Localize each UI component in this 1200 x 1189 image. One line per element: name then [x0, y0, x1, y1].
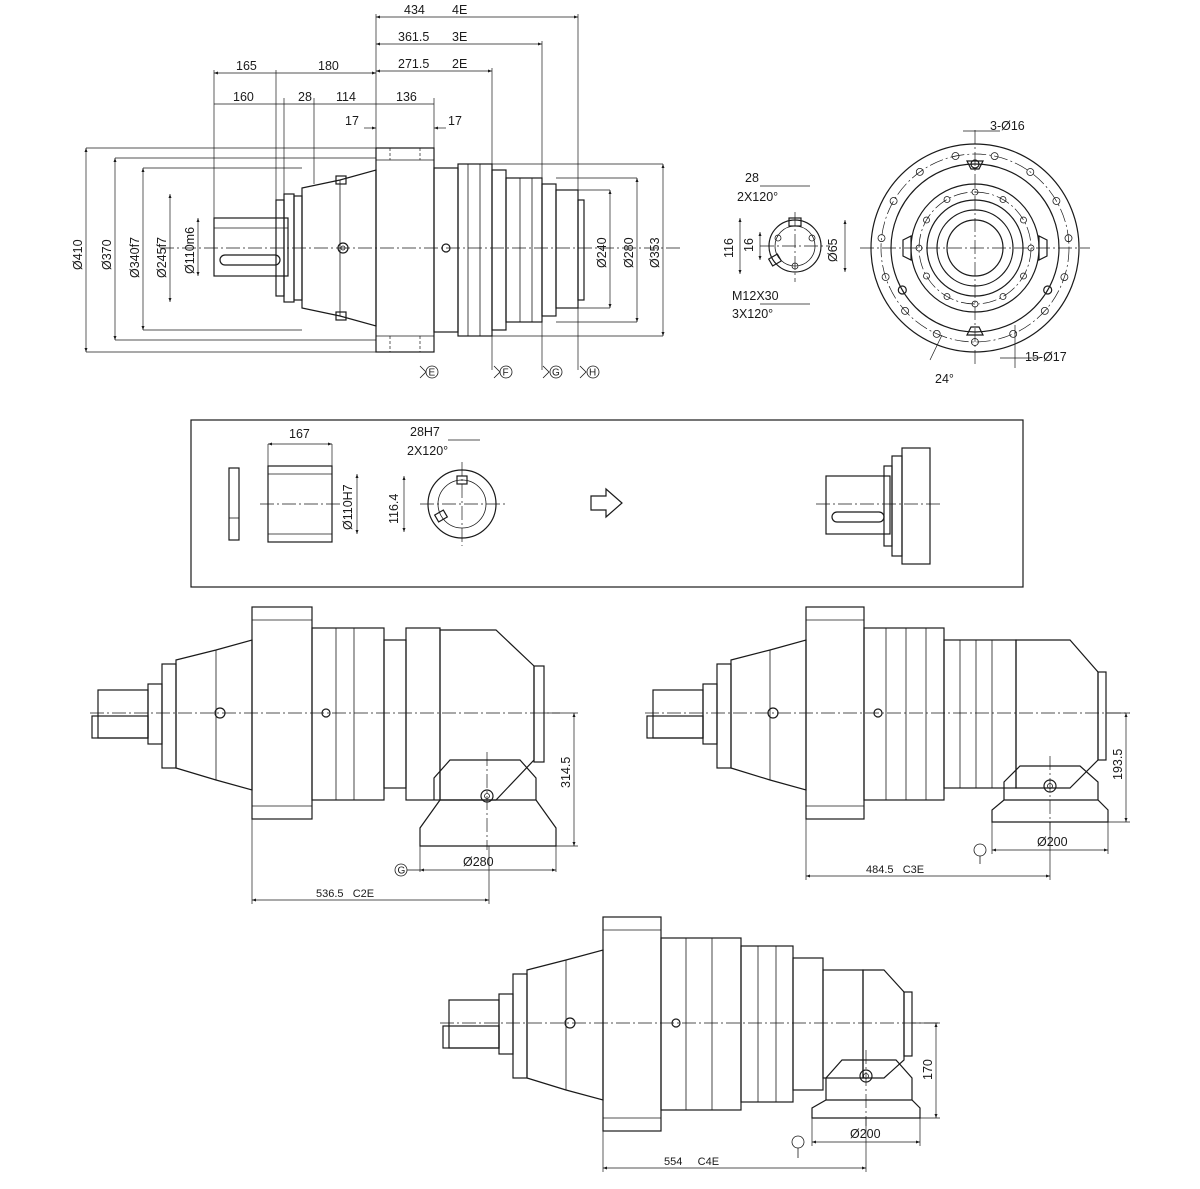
inner-hole	[923, 272, 930, 280]
c2e-height: 314.5	[559, 757, 573, 788]
inner-hole	[1027, 244, 1035, 252]
dim-d4E: 4E	[452, 3, 467, 17]
flange-holes-bottom: 15-Ø17	[1025, 350, 1067, 364]
bolt-hole	[1026, 168, 1035, 176]
dim-d17b: 17	[448, 114, 462, 128]
dim-m12x30: M12X30	[732, 289, 779, 303]
dim-dia370: Ø370	[100, 239, 114, 270]
svg-text:H: H	[589, 368, 596, 379]
svg-text:G: G	[552, 368, 560, 379]
c2e-diameter: Ø280	[463, 855, 494, 869]
c3e-height: 193.5	[1111, 749, 1125, 780]
c4e-length: 554 C4E	[664, 1156, 719, 1168]
datum-tag-e: E	[419, 365, 439, 379]
c3e-diameter: Ø200	[1037, 835, 1068, 849]
dim-2x120: 2X120°	[737, 190, 778, 204]
flange-end-view: 3-Ø16 15-Ø17 24°	[860, 119, 1090, 386]
variant-c3e-view: 193.5 Ø200 484.5 C3E	[645, 606, 1130, 880]
inner-hole	[923, 216, 930, 224]
threaded-hole	[1043, 285, 1053, 295]
c4e-height: 170	[921, 1059, 935, 1080]
dim-dia353: Ø353	[648, 237, 662, 268]
dim-dia240: Ø240	[595, 237, 609, 268]
dim-16: 16	[742, 238, 756, 252]
inner-hole	[943, 293, 951, 300]
flange-angle: 24°	[935, 372, 954, 386]
bolt-hole	[1060, 273, 1069, 282]
inner-hole	[1020, 216, 1027, 224]
hollow-key-height: 116.4	[387, 494, 401, 524]
bolt-hole	[881, 273, 890, 281]
bolt-hole	[1064, 234, 1073, 243]
dim-phi65: Ø65	[826, 238, 840, 262]
flange-inner-holes	[897, 159, 1053, 308]
main-view-top-dimensions: 434 4E 361.5 3E 271.5 2E 165 180 160 28 114 136 17 17	[233, 3, 467, 128]
c2e-datum-tag: G	[398, 866, 406, 877]
inner-hole	[915, 244, 923, 252]
dim-d165: 165	[236, 59, 257, 73]
inner-hole	[971, 188, 979, 196]
dim-d17a: 17	[345, 114, 359, 128]
flange-holes-top: 3-Ø16	[990, 119, 1025, 133]
dim-d3615: 361.5	[398, 30, 429, 44]
main-view-diameter-dimensions: Ø410 Ø370 Ø340f7 Ø245f7 Ø110m6 Ø240 Ø280 Ø353	[71, 227, 662, 278]
dim-dia110: Ø110m6	[183, 227, 197, 274]
bolt-hole	[932, 329, 941, 338]
bolt-hole	[990, 152, 999, 161]
svg-text:F: F	[503, 368, 509, 379]
inner-hole	[999, 196, 1007, 203]
bolt-hole	[1052, 197, 1061, 205]
dim-3x120: 3X120°	[732, 307, 773, 321]
hollow-length: 167	[289, 427, 310, 441]
variant-c4e-view: 170 Ø200 554 C4E	[440, 916, 940, 1172]
dim-d114: 114	[336, 90, 356, 104]
dim-d3E: 3E	[452, 30, 467, 44]
bolt-hole	[915, 167, 924, 176]
dim-d2E: 2E	[452, 57, 467, 71]
dim-dia340: Ø340f7	[128, 237, 142, 278]
hollow-key-angle: 2X120°	[407, 444, 448, 458]
threaded-hole	[897, 285, 907, 295]
bolt-hole	[877, 234, 886, 243]
hollow-key: 28H7	[410, 425, 440, 439]
dim-d28: 28	[298, 90, 312, 104]
dim-d434: 434	[404, 3, 425, 17]
dim-d2715: 271.5	[398, 57, 429, 71]
c3e-length: 484.5 C3E	[866, 864, 924, 876]
inner-hole	[999, 293, 1007, 300]
inner-hole	[971, 300, 979, 308]
input-shaft-end-view: 28 2X120° 116 16 Ø65 M12X30 3X120°	[722, 171, 847, 321]
datum-tag-f: F	[493, 365, 513, 379]
inner-hole	[1020, 272, 1027, 280]
threaded-hole	[970, 159, 980, 169]
dim-116: 116	[722, 238, 736, 258]
dim-dia280: Ø280	[622, 237, 636, 268]
bolt-hole	[889, 197, 898, 205]
flange-bolt-holes	[877, 152, 1073, 346]
arrow-right-icon	[590, 487, 623, 519]
dim-d180: 180	[318, 59, 339, 73]
dim-28: 28	[745, 171, 759, 185]
main-side-view: E F G H 434 4E 361.5 3E 271.5 2E 165 180 160 28 11…	[71, 3, 680, 379]
datum-tag-h: H	[579, 365, 600, 379]
hollow-shaft-option-panel: 167 Ø110H7 28H7 2X120° 116.4	[190, 419, 1024, 588]
svg-text:E: E	[429, 368, 436, 379]
c2e-length: 536.5 C2E	[316, 888, 374, 900]
bolt-hole	[951, 152, 960, 160]
hollow-bore: Ø110H7	[341, 484, 355, 530]
bolt-hole	[971, 338, 979, 346]
c4e-diameter: Ø200	[850, 1127, 881, 1141]
bolt-hole	[1040, 306, 1049, 315]
dim-d136: 136	[396, 90, 417, 104]
bolt-hole	[1009, 329, 1018, 338]
dim-dia410: Ø410	[71, 239, 85, 270]
datum-tag-g: G	[542, 365, 563, 379]
inner-hole	[943, 196, 951, 203]
bolt-hole	[901, 306, 909, 315]
dim-dia245: Ø245f7	[155, 237, 169, 278]
dim-d160: 160	[233, 90, 254, 104]
variant-c2e-view: G 314.5 Ø280 536.5 C2E	[90, 606, 578, 904]
